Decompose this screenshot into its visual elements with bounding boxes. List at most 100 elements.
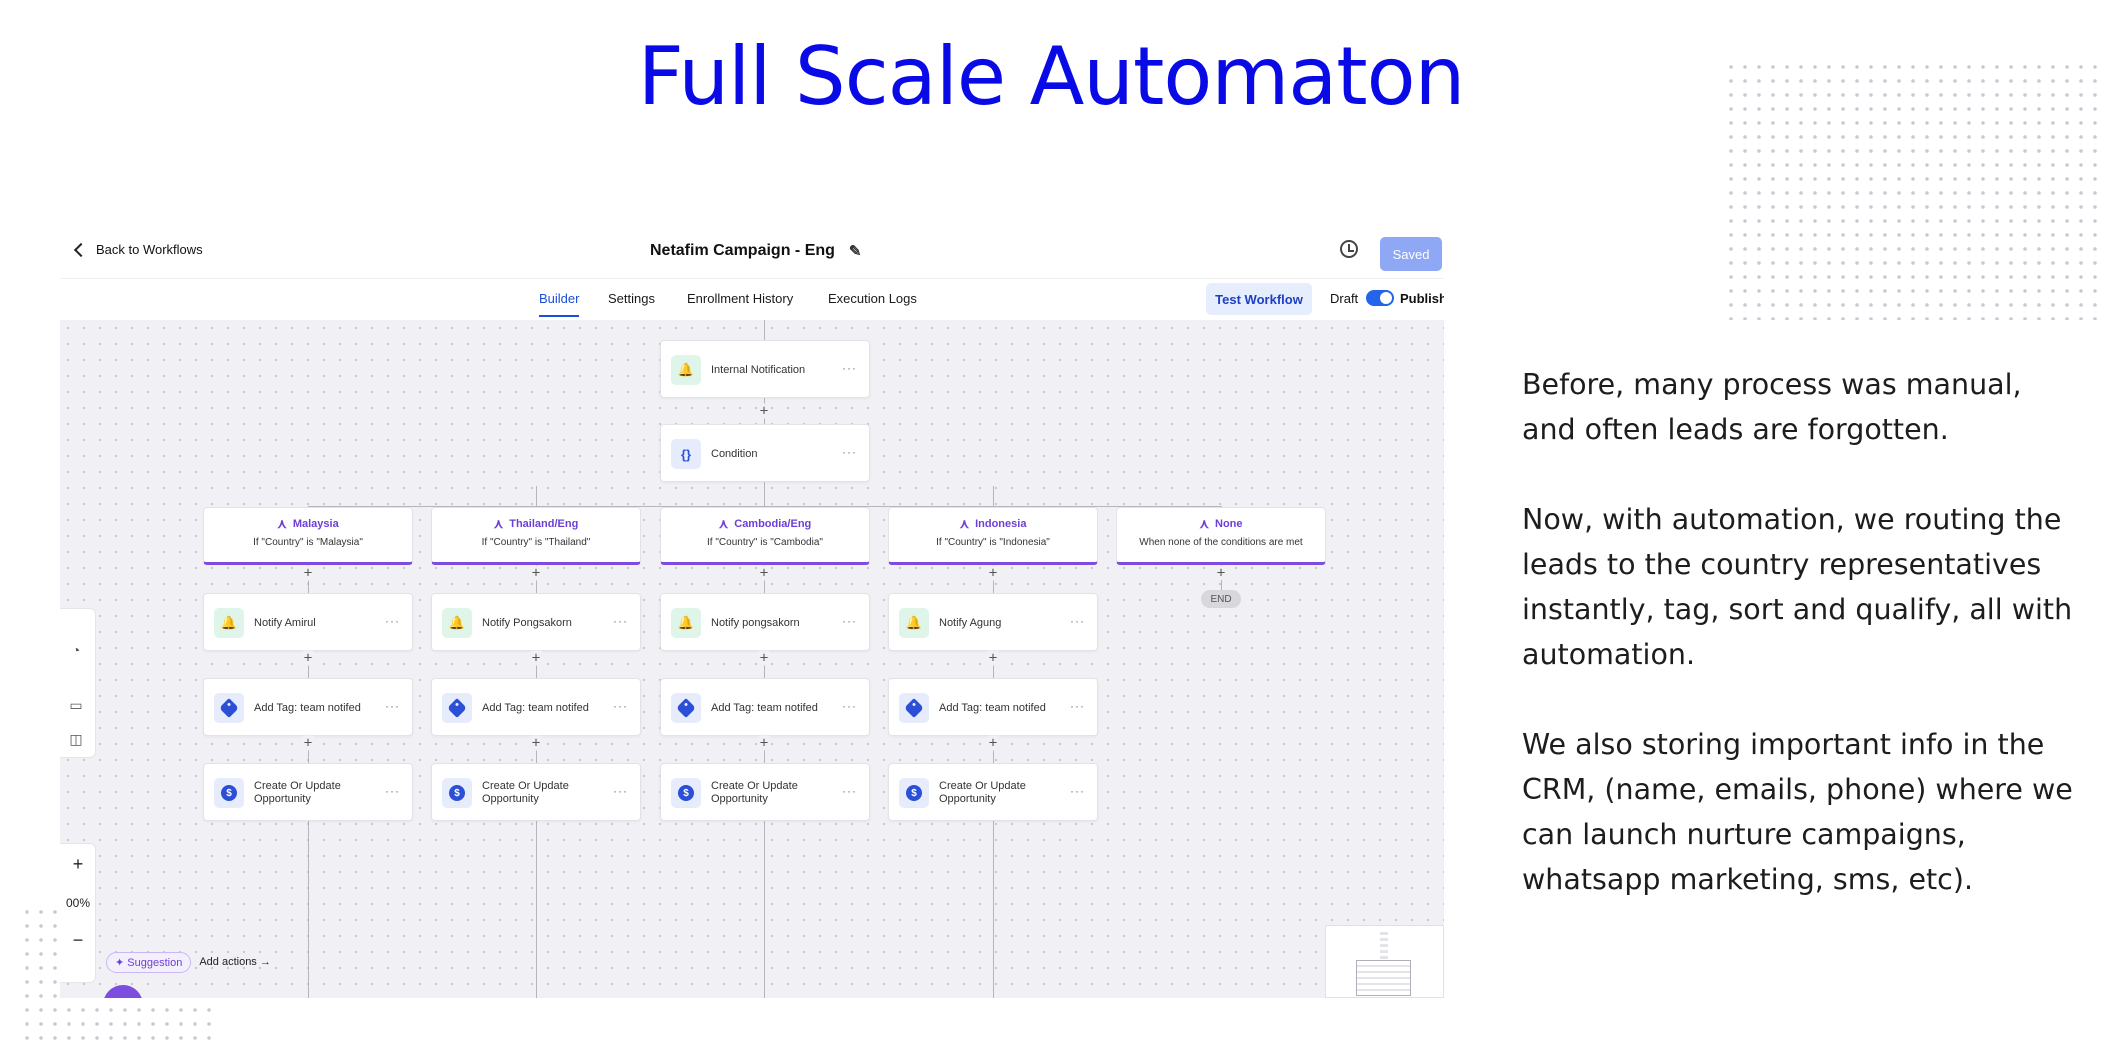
- history-icon[interactable]: ◔: [71, 642, 81, 658]
- branch-condition: If "Country" is "Indonesia": [936, 537, 1050, 548]
- node-label: Condition: [711, 447, 758, 460]
- more-dots-icon[interactable]: ···: [1070, 614, 1085, 628]
- plus-icon[interactable]: +: [758, 734, 770, 752]
- tab-execution-logs[interactable]: Execution Logs: [828, 291, 917, 306]
- zoom-in-button[interactable]: +: [72, 854, 84, 874]
- more-dots-icon[interactable]: ···: [613, 614, 628, 628]
- saved-button[interactable]: Saved: [1380, 237, 1442, 271]
- comment-icon[interactable]: ▭: [69, 696, 83, 713]
- end-badge: END: [1201, 590, 1241, 608]
- more-dots-icon[interactable]: ···: [613, 784, 628, 798]
- workflow-canvas[interactable]: + 🔔 Internal Notification ··· {} Conditi…: [60, 320, 1444, 998]
- canvas-minimap[interactable]: [1325, 925, 1444, 998]
- plus-icon[interactable]: +: [758, 564, 770, 582]
- notify-node-thailand[interactable]: 🔔 Notify Pongsakorn ···: [431, 593, 641, 651]
- more-dots-icon[interactable]: ···: [385, 784, 400, 798]
- top-bar: Back to Workflows Netafim Campaign - Eng…: [60, 228, 1444, 278]
- more-dots-icon[interactable]: ···: [613, 699, 628, 713]
- plus-icon[interactable]: +: [987, 649, 999, 667]
- node-label: Add Tag: team notifed: [254, 701, 361, 714]
- plus-icon[interactable]: +: [530, 564, 542, 582]
- plus-icon[interactable]: +: [758, 402, 770, 420]
- node-label: Create Or Update Opportunity: [254, 780, 341, 805]
- branch-condition: If "Country" is "Thailand": [481, 537, 591, 548]
- decorative-dot-grid-top-right: [1724, 60, 2102, 320]
- more-dots-icon[interactable]: ···: [1070, 784, 1085, 798]
- branch-cambodia[interactable]: ⋏Cambodia/Eng If "Country" is "Cambodia": [660, 507, 870, 565]
- internal-notification-node[interactable]: 🔔 Internal Notification ···: [660, 340, 870, 398]
- plus-icon[interactable]: +: [302, 734, 314, 752]
- opportunity-node-indonesia[interactable]: $ Create Or Update Opportunity ···: [888, 763, 1098, 821]
- workflow-builder-screenshot: Back to Workflows Netafim Campaign - Eng…: [60, 228, 1444, 998]
- more-dots-icon[interactable]: ···: [842, 445, 857, 459]
- branch-title: None: [1215, 518, 1243, 530]
- opportunity-node-cambodia[interactable]: $ Create Or Update Opportunity ···: [660, 763, 870, 821]
- plus-icon[interactable]: +: [302, 649, 314, 667]
- plus-icon[interactable]: +: [530, 734, 542, 752]
- branch-none[interactable]: ⋏None When none of the conditions are me…: [1116, 507, 1326, 565]
- notify-node-cambodia[interactable]: 🔔 Notify pongsakorn ···: [660, 593, 870, 651]
- branch-title: Thailand/Eng: [509, 518, 579, 530]
- tab-enrollment-history[interactable]: Enrollment History: [687, 291, 794, 306]
- test-workflow-button[interactable]: Test Workflow: [1206, 283, 1312, 315]
- plus-icon[interactable]: +: [987, 734, 999, 752]
- branch-indonesia[interactable]: ⋏Indonesia If "Country" is "Indonesia": [888, 507, 1098, 565]
- code-braces-icon: {}: [671, 439, 701, 469]
- condition-node[interactable]: {} Condition ···: [660, 424, 870, 482]
- connector: [764, 482, 765, 506]
- bell-icon: 🔔: [899, 608, 929, 638]
- canvas-tool-panel: ◔ ▭ ◫: [60, 608, 96, 758]
- plus-icon[interactable]: +: [530, 649, 542, 667]
- opportunity-node-thailand[interactable]: $ Create Or Update Opportunity ···: [431, 763, 641, 821]
- tab-settings[interactable]: Settings: [608, 291, 655, 306]
- back-to-workflows-link[interactable]: Back to Workflows: [72, 242, 203, 257]
- add-tag-node-thailand[interactable]: Add Tag: team notifed ···: [431, 678, 641, 736]
- dollar-icon: $: [214, 778, 244, 808]
- more-dots-icon[interactable]: ···: [842, 614, 857, 628]
- more-dots-icon[interactable]: ···: [385, 614, 400, 628]
- tag-icon: [442, 693, 472, 723]
- slide-body-text: Before, many process was manual, and oft…: [1522, 362, 2082, 947]
- opportunity-node-malaysia[interactable]: $ Create Or Update Opportunity ···: [203, 763, 413, 821]
- wand-icon: ✦: [115, 956, 128, 969]
- tab-builder[interactable]: Builder: [539, 291, 580, 317]
- more-dots-icon[interactable]: ···: [842, 699, 857, 713]
- node-label: Add Tag: team notifed: [939, 701, 1046, 714]
- plus-icon[interactable]: +: [987, 564, 999, 582]
- more-dots-icon[interactable]: ···: [385, 699, 400, 713]
- zoom-controls: + 00% −: [60, 843, 96, 983]
- pencil-icon[interactable]: ✎: [848, 243, 862, 260]
- more-dots-icon[interactable]: ···: [842, 361, 857, 375]
- node-label: Notify Amirul: [254, 616, 316, 629]
- notify-node-indonesia[interactable]: 🔔 Notify Agung ···: [888, 593, 1098, 651]
- node-label: Create Or Update Opportunity: [939, 780, 1026, 805]
- node-label: Create Or Update Opportunity: [711, 780, 798, 805]
- add-actions-link[interactable]: Add actions →: [199, 956, 271, 968]
- zoom-out-button[interactable]: −: [72, 930, 84, 950]
- chevron-left-icon: [73, 242, 89, 257]
- more-dots-icon[interactable]: ···: [842, 784, 857, 798]
- arrow-right-icon: →: [259, 956, 271, 968]
- note-icon[interactable]: ◫: [69, 730, 83, 747]
- workflow-title: Netafim Campaign - Eng ✎: [650, 242, 861, 260]
- publish-toggle[interactable]: [1366, 290, 1394, 306]
- plus-icon[interactable]: +: [1215, 564, 1227, 582]
- history-icon[interactable]: [1340, 240, 1358, 258]
- branch-fork-icon: ⋏: [1199, 516, 1210, 531]
- node-label: Notify Pongsakorn: [482, 616, 572, 629]
- add-tag-node-malaysia[interactable]: Add Tag: team notifed ···: [203, 678, 413, 736]
- minimap-viewport: [1356, 960, 1411, 996]
- plus-icon[interactable]: +: [302, 564, 314, 582]
- workflow-title-text: Netafim Campaign - Eng: [650, 242, 835, 259]
- add-tag-node-cambodia[interactable]: Add Tag: team notifed ···: [660, 678, 870, 736]
- branch-thailand[interactable]: ⋏Thailand/Eng If "Country" is "Thailand": [431, 507, 641, 565]
- dollar-icon: $: [671, 778, 701, 808]
- add-tag-node-indonesia[interactable]: Add Tag: team notifed ···: [888, 678, 1098, 736]
- notify-node-malaysia[interactable]: 🔔 Notify Amirul ···: [203, 593, 413, 651]
- suggestion-chip[interactable]: ✦ Suggestion: [106, 951, 192, 973]
- node-label: Notify pongsakorn: [711, 616, 800, 629]
- more-dots-icon[interactable]: ···: [1070, 699, 1085, 713]
- plus-icon[interactable]: +: [758, 649, 770, 667]
- branch-malaysia[interactable]: ⋏Malaysia If "Country" is "Malaysia": [203, 507, 413, 565]
- assistant-fab-button[interactable]: [103, 985, 143, 998]
